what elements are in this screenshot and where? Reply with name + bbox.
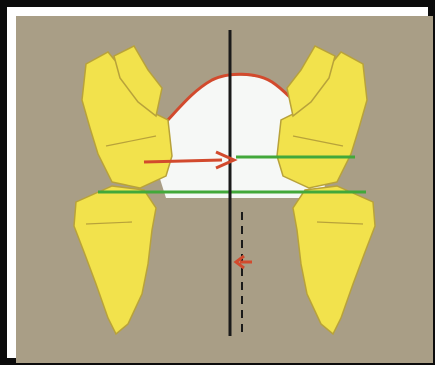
diagram-canvas: [16, 16, 433, 363]
diagram-svg: [16, 16, 433, 363]
